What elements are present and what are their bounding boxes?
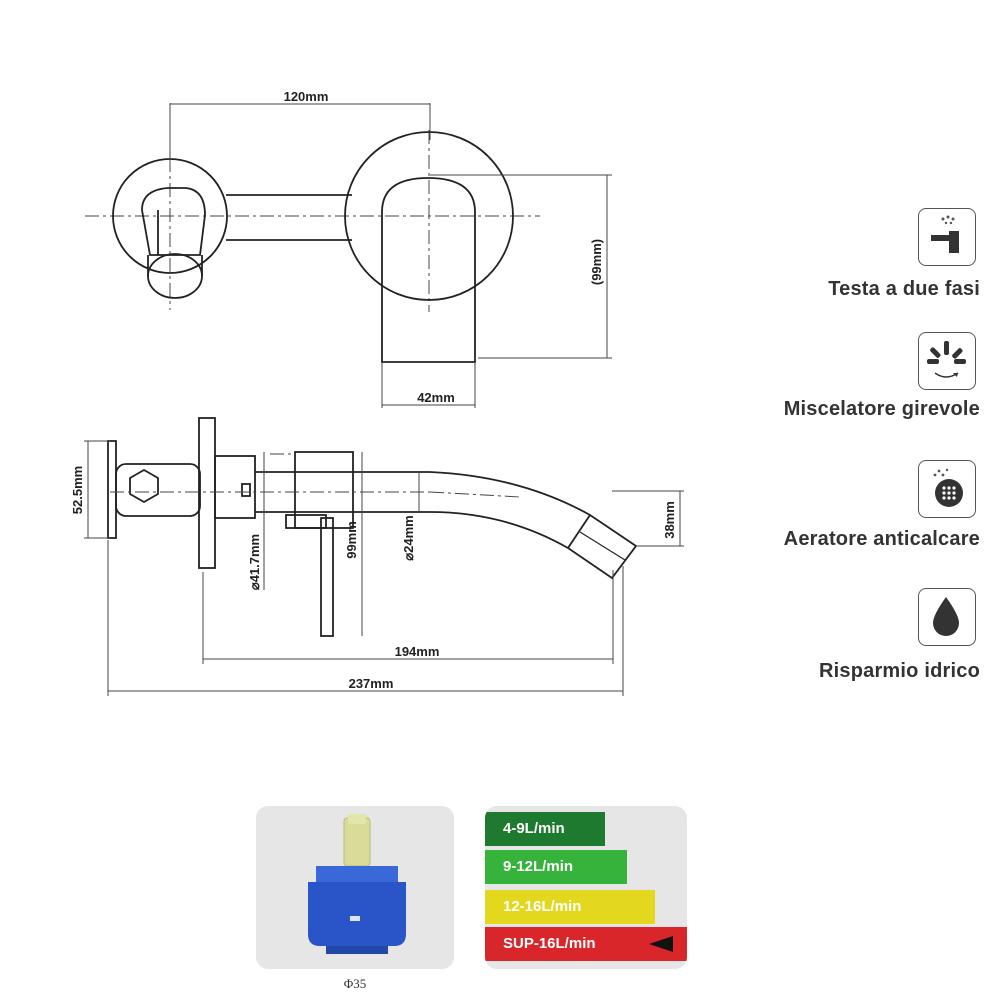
dim-38mm: 38mm xyxy=(662,501,677,539)
aerator-icon xyxy=(918,460,976,518)
top-dimension-lines xyxy=(169,103,612,408)
dim-41-7mm: ⌀41.7mm xyxy=(247,534,262,590)
flow-rate-sup-16-label: SUP-16L/min xyxy=(503,935,596,952)
cartridge-image xyxy=(308,814,406,954)
hex-socket xyxy=(129,468,159,504)
lever xyxy=(320,517,334,637)
top-view xyxy=(85,130,540,363)
flow-rate-4-9: 4-9L/min xyxy=(485,812,605,846)
dim-52-5mm: 52.5mm xyxy=(70,466,85,514)
handle-end xyxy=(147,253,203,299)
feature-label-anti-limescale-aerator: Aeratore anticalcare xyxy=(783,528,980,550)
front-plate xyxy=(198,417,216,569)
flow-rate-sup-16: SUP-16L/min xyxy=(485,927,687,961)
spout-top-view xyxy=(381,177,476,363)
side-center-lines xyxy=(110,453,521,498)
flow-rate-12-16: 12-16L/min xyxy=(485,890,655,924)
feature-label-water-saving: Risparmio idrico xyxy=(818,660,980,682)
selected-arrow-icon xyxy=(649,936,673,952)
flow-rate-9-12: 9-12L/min xyxy=(485,850,627,884)
side-dimension-lines xyxy=(84,440,684,696)
dim-120mm: 120mm xyxy=(284,89,329,104)
spout-tip-inner xyxy=(579,531,626,561)
wall-plate-left xyxy=(107,440,117,539)
lever-base xyxy=(285,514,327,529)
dim-99mm-lever: 99mm xyxy=(344,521,359,559)
dim-194mm: 194mm xyxy=(395,644,440,659)
spout-side-view xyxy=(255,471,638,580)
flow-rate-card: 4-9L/min 9-12L/min 12-16L/min SUP-16L/mi… xyxy=(485,806,687,969)
dim-24mm: ⌀24mm xyxy=(401,515,416,560)
side-view xyxy=(107,417,638,637)
dim-42mm: 42mm xyxy=(417,390,455,405)
spout-tip-face xyxy=(567,514,591,549)
handle-outline xyxy=(141,187,206,256)
faucet-icon xyxy=(918,208,976,266)
eco-drop-icon xyxy=(918,588,976,646)
lever-hub xyxy=(294,451,354,529)
feature-label-swivel-mixer: Miscelatore girevole xyxy=(783,398,980,420)
right-rosette xyxy=(344,131,514,301)
feature-label-two-phase-head: Testa a due fasi xyxy=(828,278,980,300)
body-step xyxy=(241,483,251,497)
cartridge-card xyxy=(256,806,454,969)
valve-body xyxy=(115,463,201,517)
dim-237mm: 237mm xyxy=(349,676,394,691)
swivel-spray-icon xyxy=(918,332,976,390)
body-sleeve xyxy=(214,455,256,519)
cartridge-caption: Φ35 xyxy=(343,976,367,991)
dim-99mm-top: (99mm) xyxy=(589,239,604,285)
